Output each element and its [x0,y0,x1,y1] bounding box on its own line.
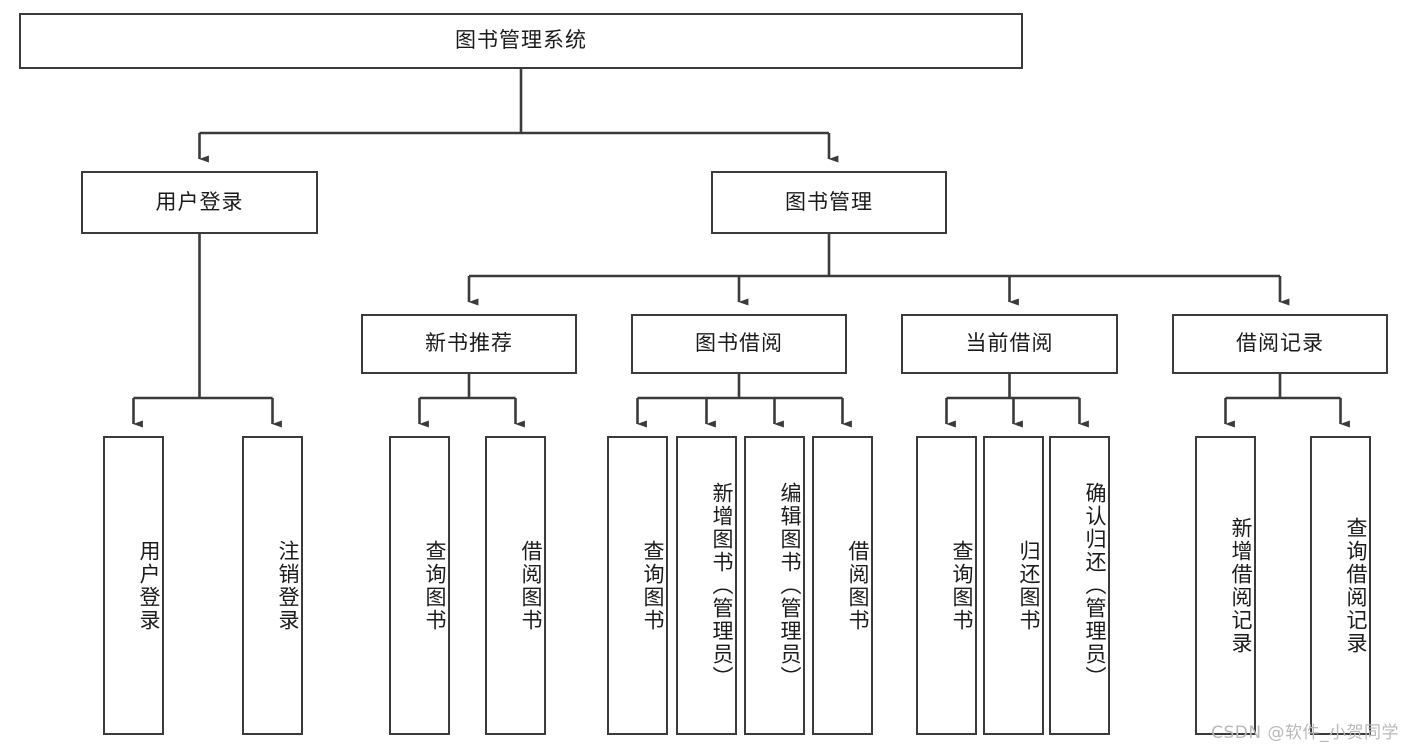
node-new-book-recommend[interactable]: 新书推荐 [361,314,577,374]
node-label: 新书推荐 [425,331,513,356]
node-label: 新增借阅记录 [1229,516,1253,655]
node-label: 查询图书 [950,539,974,632]
node-label: 新增图书（管理员） [710,482,734,689]
node-current-borrow[interactable]: 当前借阅 [901,314,1118,374]
node-leaf-query-borrow-record[interactable]: 查询借阅记录 [1310,436,1371,735]
node-label: 用户登录 [137,539,161,632]
node-label: 借阅记录 [1236,331,1324,356]
node-user-login[interactable]: 用户登录 [81,171,318,234]
node-label: 当前借阅 [965,331,1054,356]
node-leaf-borrow-books-recommend[interactable]: 借阅图书 [485,436,546,735]
node-root[interactable]: 图书管理系统 [19,13,1023,69]
node-label: 归还图书 [1017,539,1041,632]
node-label: 图书管理系统 [455,28,587,53]
node-label: 图书管理 [785,189,873,214]
node-leaf-user-login[interactable]: 用户登录 [103,436,164,735]
node-leaf-edit-book-admin[interactable]: 编辑图书（管理员） [744,436,805,735]
node-leaf-query-books-borrow[interactable]: 查询图书 [607,436,668,735]
node-leaf-borrow-book[interactable]: 借阅图书 [812,436,873,735]
node-leaf-query-books-recommend[interactable]: 查询图书 [389,436,450,735]
node-label: 注销登录 [276,539,300,632]
node-leaf-confirm-return-admin[interactable]: 确认归还（管理员） [1049,436,1110,735]
node-borrow-record[interactable]: 借阅记录 [1172,314,1388,374]
node-book-borrow[interactable]: 图书借阅 [631,314,847,374]
node-label: 查询图书 [641,539,665,632]
node-leaf-query-books-current[interactable]: 查询图书 [916,436,977,735]
node-label: 编辑图书（管理员） [778,482,802,689]
node-label: 借阅图书 [519,539,543,632]
node-label: 借阅图书 [846,539,870,632]
node-leaf-return-book[interactable]: 归还图书 [983,436,1044,735]
node-label: 用户登录 [155,189,244,214]
node-leaf-logout[interactable]: 注销登录 [242,436,303,735]
node-label: 查询图书 [423,539,447,632]
node-leaf-add-book-admin[interactable]: 新增图书（管理员） [676,436,737,735]
node-label: 确认归还（管理员） [1083,482,1107,689]
node-book-management[interactable]: 图书管理 [711,171,947,234]
node-leaf-add-borrow-record[interactable]: 新增借阅记录 [1195,436,1256,735]
node-label: 图书借阅 [695,331,783,356]
node-label: 查询借阅记录 [1344,516,1368,655]
